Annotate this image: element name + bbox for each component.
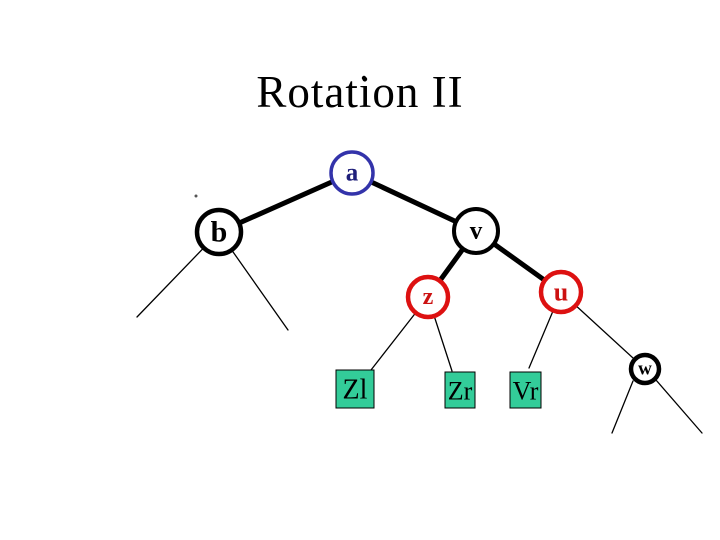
node-a-circle	[329, 150, 375, 196]
node-z-circle	[405, 274, 451, 320]
subtree-box-Zl	[335, 369, 375, 409]
node-u-circle	[538, 269, 584, 315]
node-v-label: v	[470, 218, 483, 245]
node-b-label: b	[211, 216, 228, 249]
stray-dot-near-node-b	[194, 194, 198, 198]
slide-title: Rotation II	[256, 67, 464, 117]
subtree-box-Vr	[509, 371, 542, 409]
stray-dot-above-title	[361, 75, 367, 81]
node-a-label: a	[346, 160, 359, 187]
edge-w-right-subtree	[655, 379, 703, 434]
node-v-circle	[452, 207, 500, 255]
subtree-box-Zr	[444, 371, 476, 409]
subtree-box-Zl-label: Zl	[343, 375, 368, 406]
node-z-label: z	[423, 284, 434, 310]
node-u-label: u	[554, 278, 568, 307]
node-w-label: w	[638, 359, 652, 380]
edge-w-left-subtree	[611, 380, 634, 434]
subtree-box-Zr-label: Zr	[448, 377, 473, 406]
node-b-circle	[194, 207, 244, 257]
node-w-circle	[628, 352, 662, 386]
subtree-box-Vr-label: Vr	[513, 377, 539, 406]
